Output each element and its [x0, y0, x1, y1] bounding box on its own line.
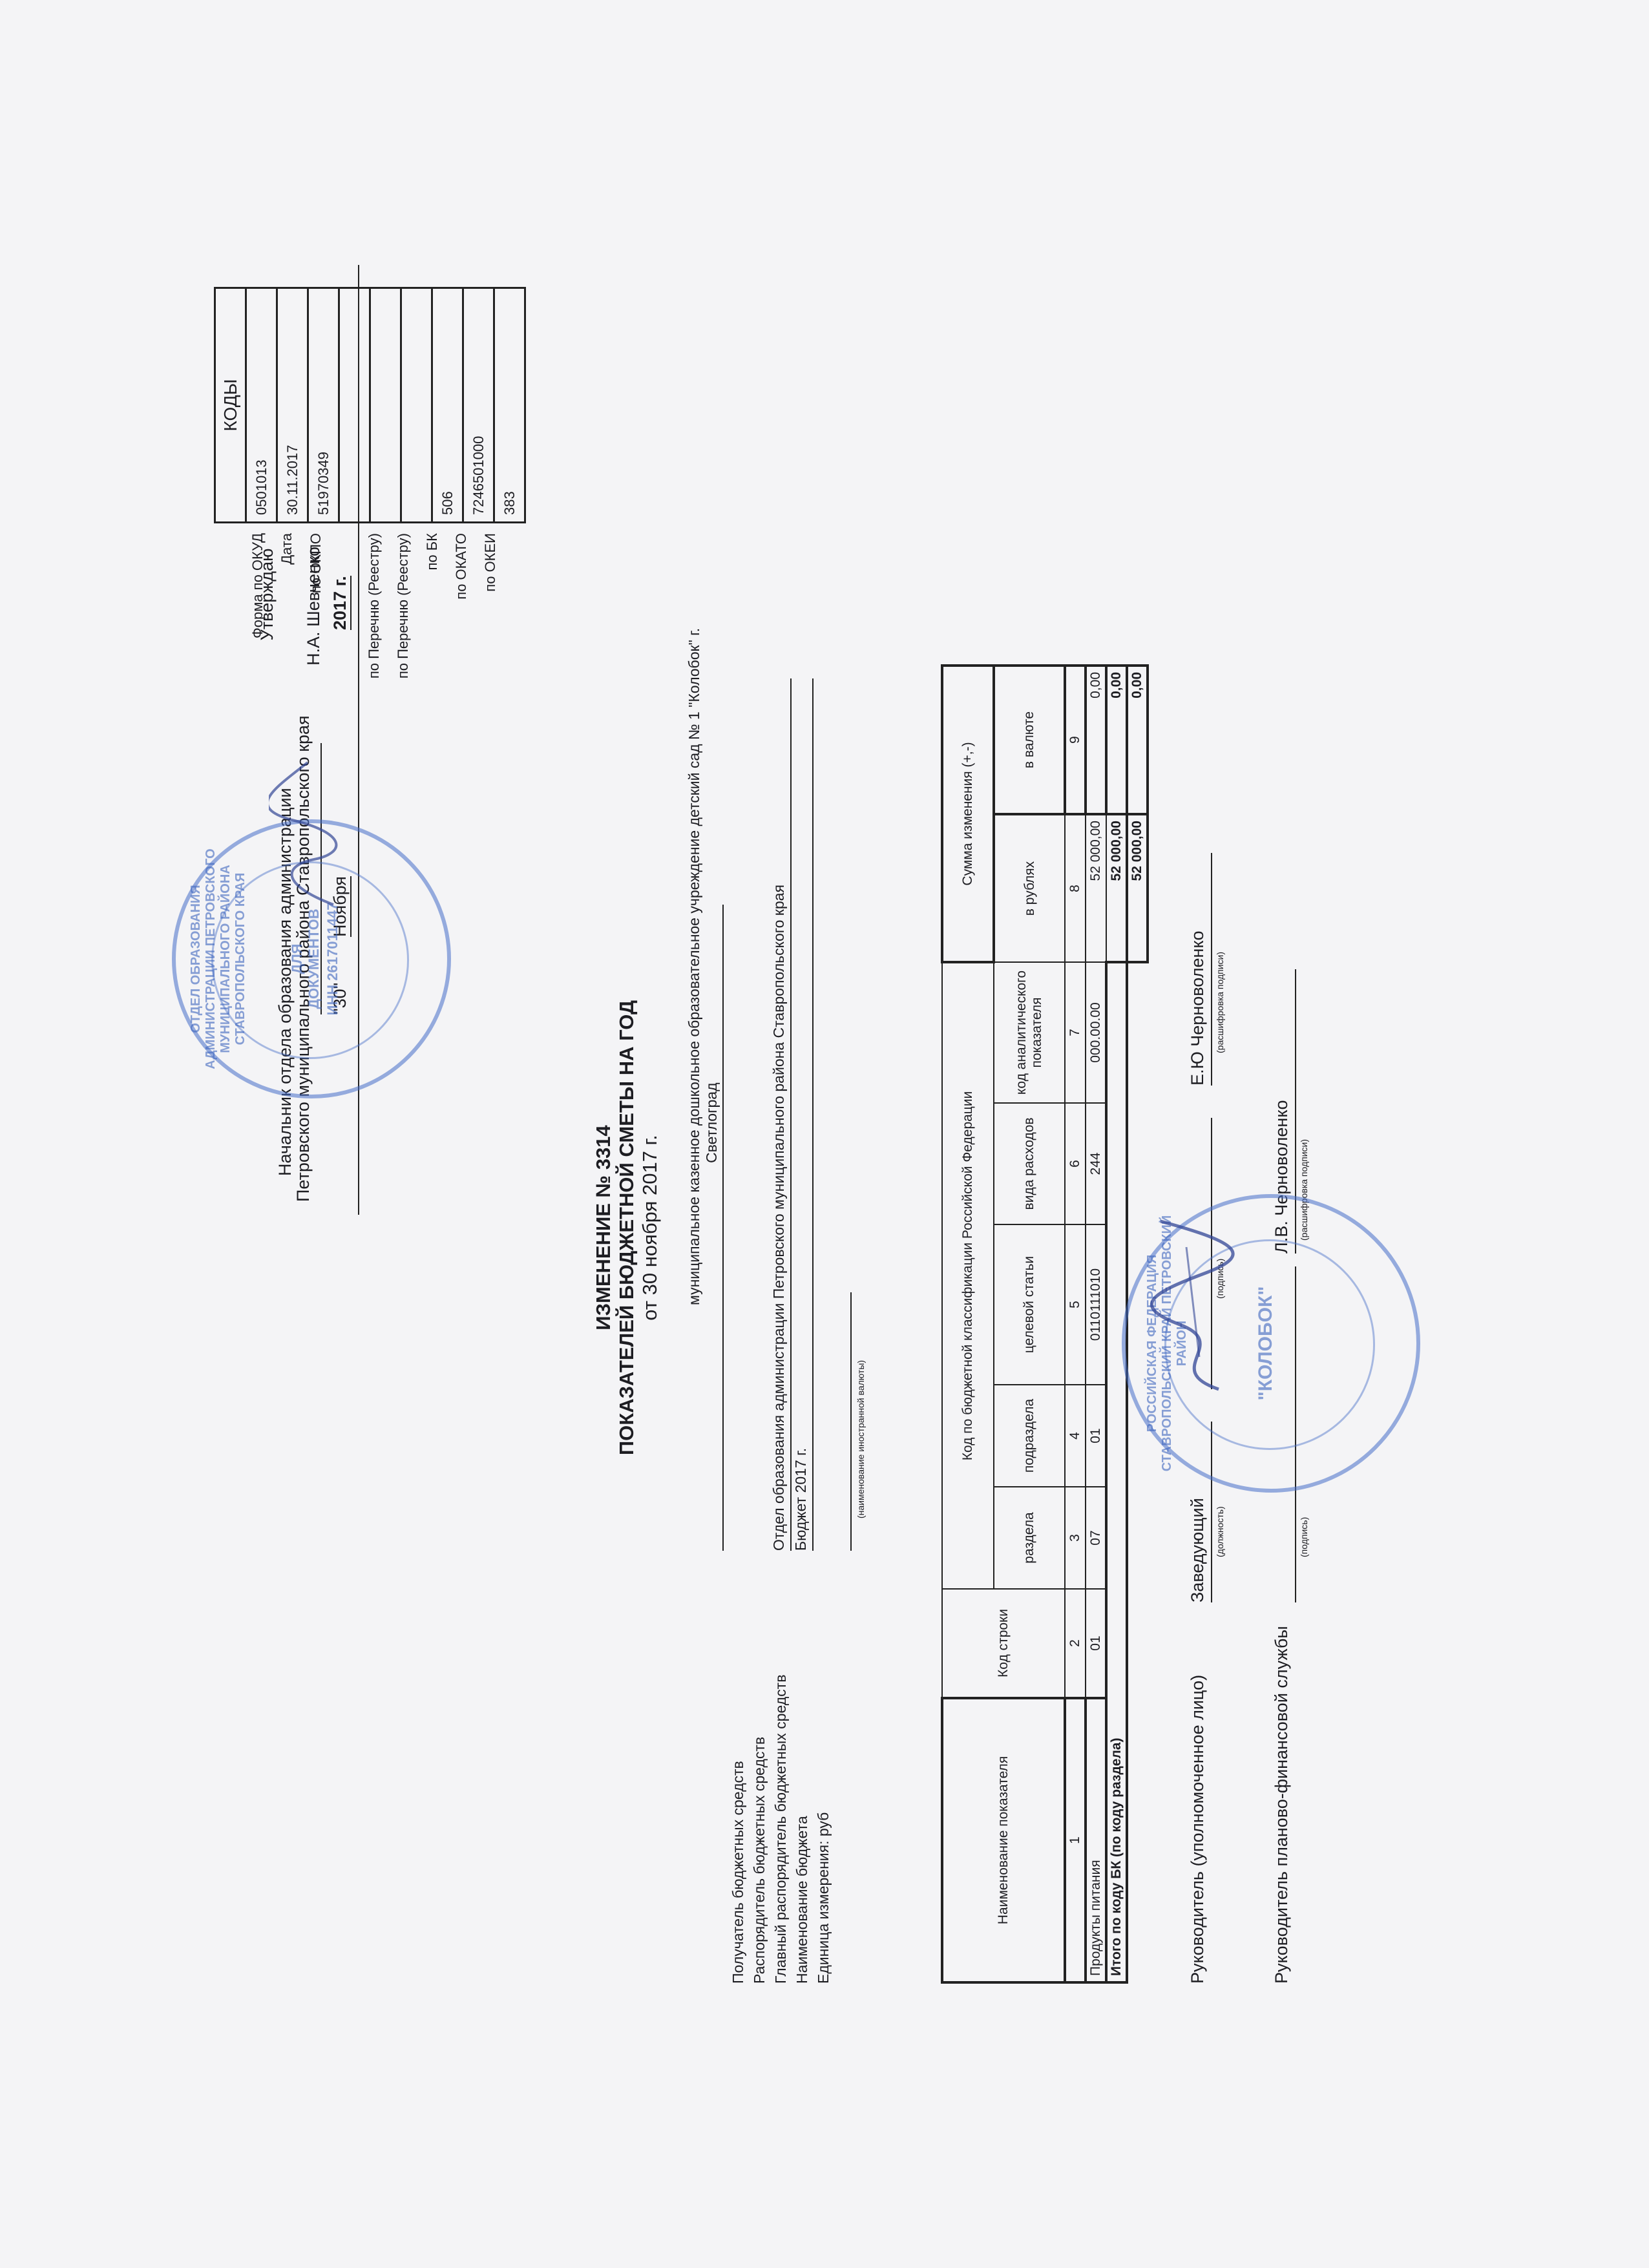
main-distributor: Отдел образования администрации Петровск… [770, 885, 787, 1551]
codes-label: по Перечню (Реестру) [395, 533, 411, 679]
head-label: Руководитель (уполномоченное лицо) [1188, 1674, 1207, 1984]
caption-position: (должность) [1215, 1506, 1225, 1557]
th-sum: Сумма изменения (+,-) [942, 666, 994, 962]
codes-label: по ОКЕИ [482, 533, 498, 592]
recipient-org: муниципальное казенное дошкольное образо… [686, 627, 702, 1305]
codes-labels: Форма по ОКУД Дата по ОКПО по Перечню (Реес… [243, 533, 505, 750]
head-signature [1150, 1219, 1235, 1391]
th-target: целевой статьи [994, 1224, 1065, 1385]
codes-value: 0501013 [246, 288, 277, 523]
th-subsection: подраздела [994, 1385, 1065, 1487]
th-analytic: код аналитического показателя [994, 962, 1065, 1103]
stamp-top-outer-text: ОТДЕЛ ОБРАЗОВАНИЯ АДМИНИСТРАЦИИ ПЕТРОВСК… [189, 848, 247, 1069]
table-row: Продукты питания 01 07 01 0110111010 244… [1086, 666, 1106, 1982]
rotated-document-sheet: Утверждаю Начальник отдела образования а… [81, 71, 1568, 2197]
recipient-labels: Получатель бюджетных средств Распорядите… [730, 1674, 832, 1984]
codes-label [330, 533, 359, 750]
th-cur: в валюте [994, 666, 1065, 814]
document-subtitle: ПОКАЗАТЕЛЕЙ БЮДЖЕТНОЙ СМЕТЫ НА ГОД [615, 1000, 638, 1456]
th-expense: вида расходов [994, 1103, 1065, 1224]
codes-value [401, 288, 432, 523]
document-title: ИЗМЕНЕНИЕ № 3314 [592, 1125, 614, 1330]
codes-value: 51970349 [308, 288, 339, 523]
codes-label: по БК [424, 533, 440, 571]
th-code: Код строки [942, 1589, 1065, 1698]
th-name: Наименование показателя [942, 1698, 1065, 1982]
caption-decode: (расшифровка подписи) [1215, 951, 1225, 1053]
head-name: Е.Ю Черноволенко [1188, 930, 1207, 1086]
codes-label: по Перечню (Реестру) [366, 533, 382, 679]
codes-label: по ОКПО [308, 533, 324, 594]
currency-note: (наименование иностранной валюты) [856, 1360, 866, 1518]
head-position: Заведующий [1188, 1498, 1207, 1602]
th-rub: в рублях [994, 814, 1065, 962]
recipient-city: Светлоград [703, 1082, 720, 1164]
th-bk: Код по бюджетной классификации Российско… [942, 962, 994, 1589]
stamp-top-center-text: ДЛЯ ДОКУМЕНТОВ [289, 908, 322, 1009]
document-date: от 30 ноября 2017 г. [638, 1135, 661, 1321]
table-row-numbers: 1 2 3 4 5 6 7 8 9 [1065, 666, 1086, 1982]
codes-value: 506 [432, 288, 463, 523]
caption-signature-finance: (подпись) [1299, 1517, 1309, 1557]
approval-signature [269, 761, 338, 906]
codes-label: по ОКАТО [453, 533, 469, 600]
finance-label: Руководитель планово-финансовой службы [1272, 1626, 1291, 1984]
th-section: раздела [994, 1487, 1065, 1589]
codes-value: 383 [494, 288, 525, 523]
codes-value [370, 288, 401, 523]
budget-table: Наименование показателя Код строки Код п… [941, 664, 1149, 1984]
codes-value: 30.11.2017 [277, 288, 308, 523]
recipient-line [722, 905, 724, 1551]
stamp-bottom-center-text: "КОЛОБОК" [1255, 1286, 1276, 1401]
budget-name: Бюджет 2017 г. [792, 1447, 809, 1551]
codes-label: Дата [278, 533, 295, 565]
codes-header: КОДЫ [215, 288, 246, 523]
codes-value: 7246501000 [463, 288, 494, 523]
codes-value [339, 288, 370, 523]
codes-label: Форма по ОКУД [249, 533, 266, 638]
